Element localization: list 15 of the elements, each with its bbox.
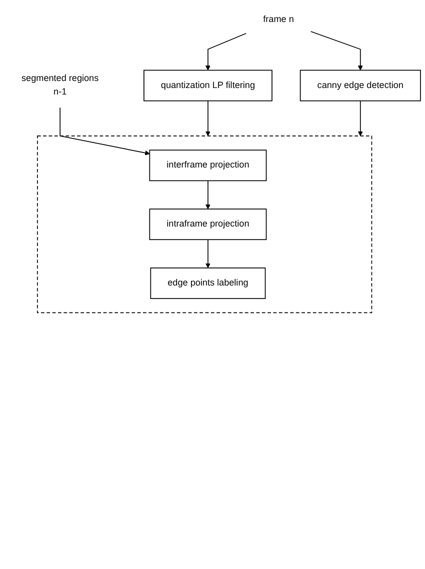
- node-text: segmented regions n-1: [22, 74, 99, 97]
- arrow: [205, 100, 210, 136]
- cluster: [37, 136, 372, 314]
- node-box: edge points labeling: [150, 268, 266, 299]
- node-box: quantization LP filtering: [144, 70, 272, 102]
- arrow: [310, 31, 363, 70]
- arrow: [205, 32, 247, 70]
- node-box: intraframe projection: [149, 208, 267, 240]
- arrow: [60, 107, 150, 156]
- node-box: interframe projection: [149, 150, 267, 182]
- node-text: frame n: [263, 14, 294, 24]
- arrow: [358, 100, 363, 136]
- node-box: canny edge detection: [300, 70, 421, 102]
- arrow: [205, 239, 210, 268]
- arrow: [205, 180, 210, 210]
